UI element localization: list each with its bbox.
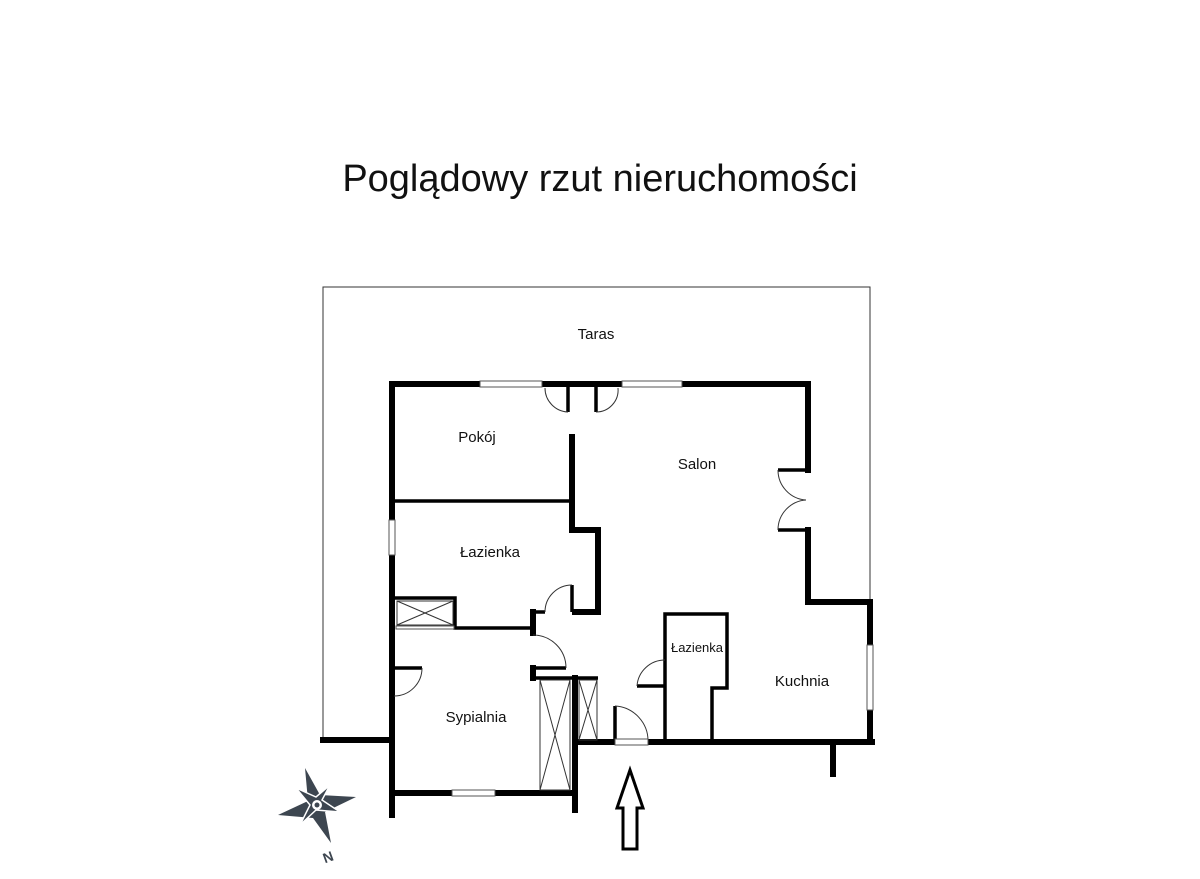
room-label-pokoj: Pokój	[458, 429, 496, 446]
room-label-salon: Salon	[678, 456, 716, 473]
entrance-arrow-icon	[614, 765, 646, 851]
room-label-lazienka: Łazienka	[460, 544, 521, 561]
room-label-kuchnia: Kuchnia	[775, 673, 830, 690]
north-label: N	[321, 848, 336, 866]
doors	[392, 384, 808, 746]
windows	[388, 380, 874, 797]
room-label-lazienka-small: Łazienka	[671, 640, 724, 655]
walls	[389, 381, 875, 818]
room-label-taras: Taras	[578, 326, 615, 343]
closets	[396, 600, 598, 791]
terrace-outline	[320, 286, 871, 743]
room-label-sypialnia: Sypialnia	[446, 709, 508, 726]
page-title: Poglądowy rzut nieruchomości	[342, 158, 858, 200]
compass-icon: N	[278, 768, 356, 866]
